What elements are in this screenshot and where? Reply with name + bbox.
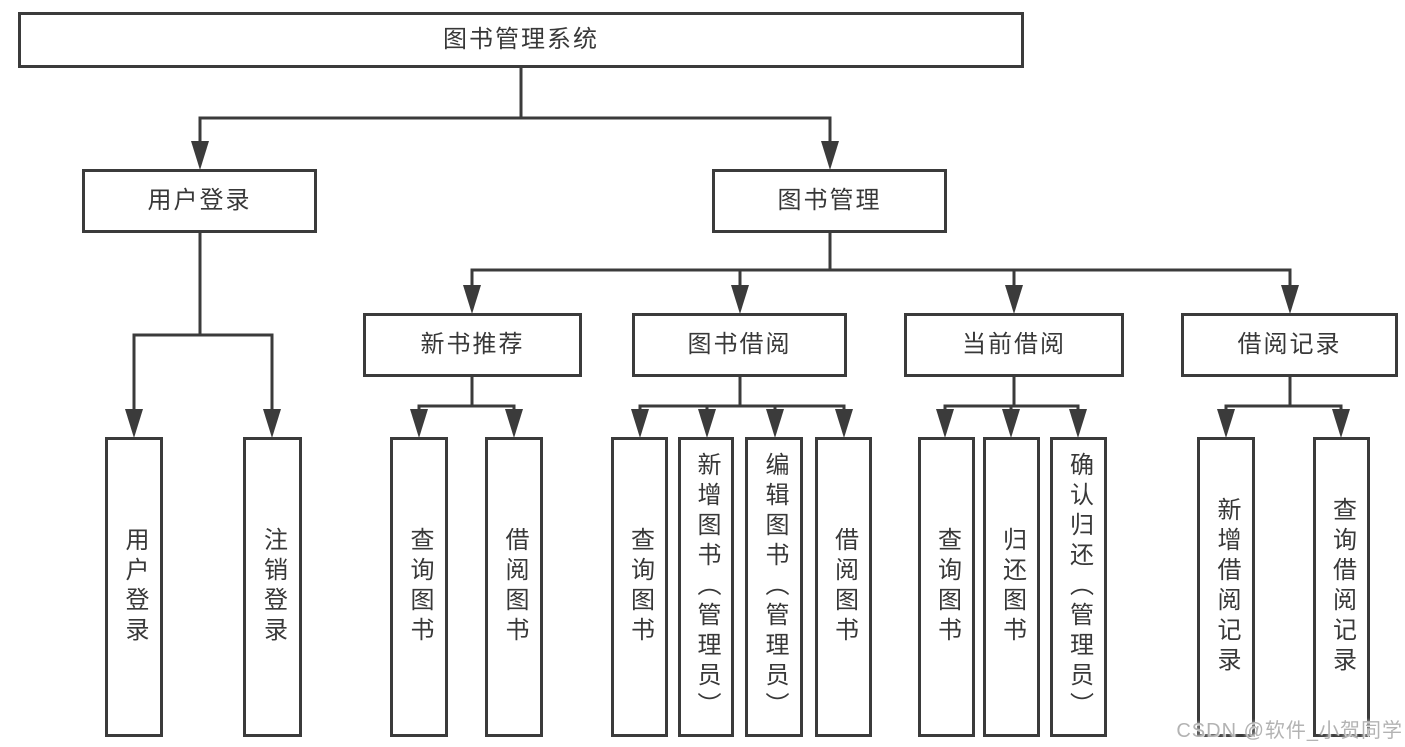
node-label: 借阅图书: [501, 527, 528, 647]
node-label: 当前借阅: [962, 331, 1066, 358]
connector-root-split: [191, 66, 839, 170]
node-label: 查询图书: [933, 527, 961, 647]
node-book-borrow: 图书借阅: [632, 313, 847, 377]
node-label: 图书借阅: [687, 331, 792, 358]
connector-new-book-split: [410, 375, 523, 438]
node-label: 图书管理系统: [443, 26, 599, 53]
node-user-login: 用户登录: [82, 169, 317, 233]
node-confirm-return-admin: 确认归还（管理员）: [1050, 437, 1107, 737]
node-new-book-recommend: 新书推荐: [363, 313, 582, 377]
csdn-watermark: CSDN @软件_小贺同学: [1176, 720, 1403, 742]
node-book-management: 图书管理: [712, 169, 947, 233]
node-borrow-books-action: 借阅图书: [815, 437, 872, 737]
node-label: 查询借阅记录: [1328, 497, 1356, 677]
node-query-books-borrow: 查询图书: [611, 437, 668, 737]
node-logout-action: 注销登录: [243, 437, 302, 737]
connector-user-login-split: [125, 231, 281, 438]
node-label: 用户登录: [147, 187, 252, 214]
node-borrow-books-recommend: 借阅图书: [485, 437, 543, 737]
connector-current-borrow-split: [936, 375, 1087, 438]
node-query-books-recommend: 查询图书: [390, 437, 448, 737]
connector-book-management-split: [463, 231, 1299, 314]
node-label: 注销登录: [259, 527, 287, 647]
node-query-borrow-record: 查询借阅记录: [1313, 437, 1370, 737]
node-label: 借阅图书: [830, 527, 858, 647]
node-label: 归还图书: [998, 527, 1026, 647]
node-label: 查询图书: [626, 527, 654, 647]
node-user-login-action: 用户登录: [105, 437, 163, 737]
node-add-books-admin: 新增图书（管理员）: [678, 437, 734, 737]
node-label: 确认归还（管理员）: [1065, 452, 1093, 722]
node-label: 新增借阅记录: [1213, 497, 1240, 677]
node-borrow-records: 借阅记录: [1181, 313, 1398, 377]
node-label: 新书推荐: [420, 331, 525, 358]
node-label: 用户登录: [121, 527, 148, 647]
node-query-books-current: 查询图书: [918, 437, 975, 737]
connector-book-borrow-split: [631, 375, 853, 438]
node-label: 编辑图书（管理员）: [761, 452, 788, 722]
node-add-borrow-record: 新增借阅记录: [1197, 437, 1255, 737]
node-label: 借阅记录: [1237, 331, 1342, 358]
node-current-borrow: 当前借阅: [904, 313, 1124, 377]
node-label: 新增图书（管理员）: [693, 452, 720, 722]
node-label: 查询图书: [406, 527, 433, 647]
node-label: 图书管理: [777, 187, 882, 214]
node-edit-books-admin: 编辑图书（管理员）: [745, 437, 803, 737]
node-return-books: 归还图书: [983, 437, 1040, 737]
node-root: 图书管理系统: [18, 12, 1024, 68]
connector-borrow-records-split: [1217, 375, 1350, 438]
